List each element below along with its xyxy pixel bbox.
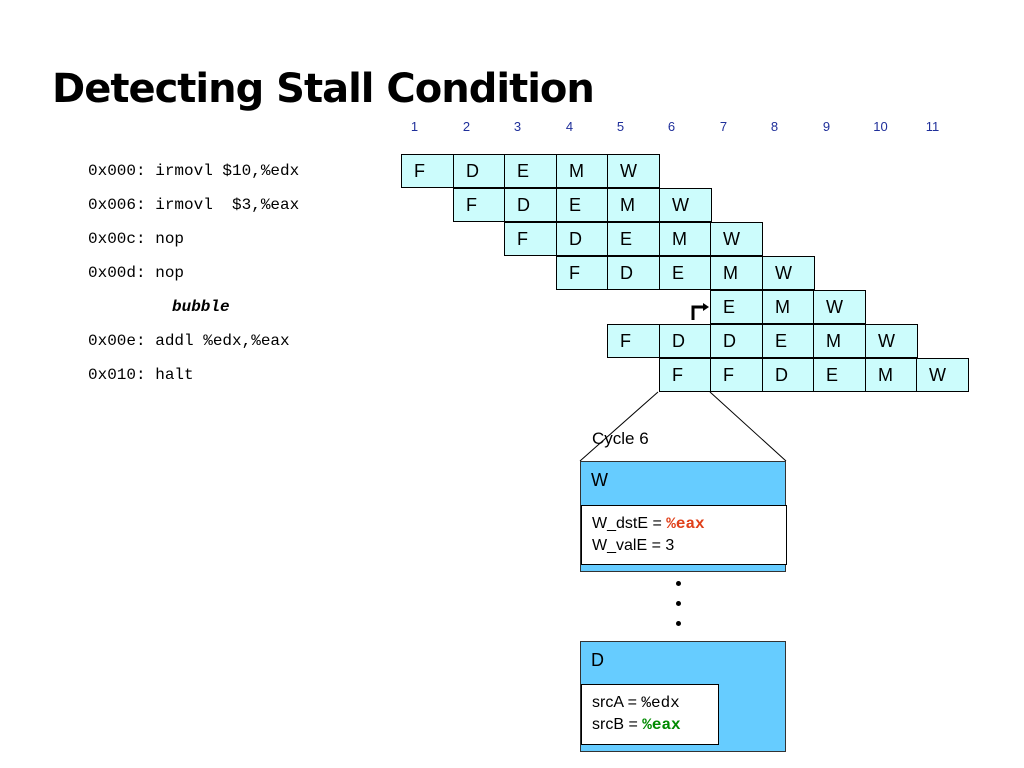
- bubble-insert-arrow: [691, 305, 703, 320]
- pipeline-stage-cell: E: [607, 222, 660, 256]
- pipeline-stage-cell: W: [865, 324, 918, 358]
- pipeline-stage-cell: M: [813, 324, 866, 358]
- instruction-line: 0x006: irmovl $3,%eax: [88, 196, 300, 214]
- pipeline-stage-cell: M: [659, 222, 712, 256]
- srcb-line: srcB = %eax: [592, 714, 718, 736]
- pipeline-stage-cell: F: [556, 256, 609, 290]
- cycle-number: 1: [410, 119, 419, 134]
- zoom-line-left: [579, 391, 659, 462]
- w-stage-values: W_dstE = %eax W_valE = 3: [581, 505, 787, 565]
- w-dste-prefix: W_dstE =: [592, 515, 667, 532]
- pipeline-stage-cell: E: [504, 154, 557, 188]
- cycle-caption: Cycle 6: [592, 429, 649, 448]
- bubble-insert-arrowhead: [703, 303, 709, 311]
- ellipsis-dot: [676, 601, 681, 606]
- d-stage-values: srcA = %edx srcB = %eax: [581, 684, 719, 745]
- d-stage-register: D srcA = %edx srcB = %eax: [580, 641, 786, 752]
- zoom-line-right: [709, 391, 787, 462]
- pipeline-stage-cell: D: [710, 324, 763, 358]
- srca-value: %edx: [641, 694, 680, 712]
- pipeline-stage-cell: W: [607, 154, 660, 188]
- pipeline-stage-cell: F: [401, 154, 454, 188]
- cycle-number: 7: [719, 119, 728, 134]
- pipeline-stage-cell: W: [916, 358, 969, 392]
- pipeline-stage-cell: M: [607, 188, 660, 222]
- pipeline-stage-cell: W: [813, 290, 866, 324]
- cycle-number: 11: [925, 119, 940, 134]
- w-vale-line: W_valE = 3: [592, 537, 675, 554]
- pipeline-stage-cell: F: [710, 358, 763, 392]
- instruction-line: 0x00e: addl %edx,%eax: [88, 332, 290, 350]
- instruction-line: 0x000: irmovl $10,%edx: [88, 162, 300, 180]
- pipeline-stage-cell: F: [659, 358, 712, 392]
- pipeline-stage-cell: D: [762, 358, 815, 392]
- bubble-label: bubble: [172, 298, 230, 316]
- slide-title: Detecting Stall Condition: [52, 66, 595, 112]
- pipeline-stage-cell: E: [762, 324, 815, 358]
- pipeline-stage-cell: W: [762, 256, 815, 290]
- pipeline-stage-cell: M: [865, 358, 918, 392]
- pipeline-stage-cell: F: [504, 222, 557, 256]
- cycle-number: 2: [462, 119, 471, 134]
- pipeline-stage-cell: D: [453, 154, 506, 188]
- srca-prefix: srcA =: [592, 694, 642, 711]
- cycle-number: 9: [822, 119, 831, 134]
- cycle-number: 4: [565, 119, 574, 134]
- pipeline-stage-cell: D: [659, 324, 712, 358]
- w-dste-line: W_dstE = %eax: [592, 513, 786, 535]
- ellipsis-dot: [676, 621, 681, 626]
- pipeline-stage-cell: D: [556, 222, 609, 256]
- pipeline-stage-cell: D: [504, 188, 557, 222]
- pipeline-stage-cell: E: [710, 290, 763, 324]
- pipeline-stage-cell: E: [813, 358, 866, 392]
- pipeline-stage-cell: E: [556, 188, 609, 222]
- pipeline-stage-cell: D: [607, 256, 660, 290]
- cycle-number: 10: [873, 119, 888, 134]
- cycle-number: 8: [770, 119, 779, 134]
- pipeline-stage-cell: W: [710, 222, 763, 256]
- srcb-value: %eax: [642, 716, 681, 734]
- pipeline-stage-cell: M: [762, 290, 815, 324]
- instruction-line: 0x00d: nop: [88, 264, 185, 282]
- d-stage-label: D: [591, 650, 604, 670]
- w-stage-register: W W_dstE = %eax W_valE = 3: [580, 461, 787, 572]
- instruction-line: 0x00c: nop: [88, 230, 185, 248]
- ellipsis-dot: [676, 581, 681, 586]
- instruction-line: 0x010: halt: [88, 366, 194, 384]
- pipeline-stage-cell: F: [607, 324, 660, 358]
- w-stage-label: W: [591, 470, 608, 490]
- pipeline-stage-cell: W: [659, 188, 712, 222]
- cycle-number: 5: [616, 119, 625, 134]
- w-dste-value: %eax: [666, 515, 705, 533]
- cycle-number: 3: [513, 119, 522, 134]
- pipeline-stage-cell: E: [659, 256, 712, 290]
- cycle-number: 6: [667, 119, 676, 134]
- srca-line: srcA = %edx: [592, 692, 718, 714]
- srcb-prefix: srcB =: [592, 716, 643, 733]
